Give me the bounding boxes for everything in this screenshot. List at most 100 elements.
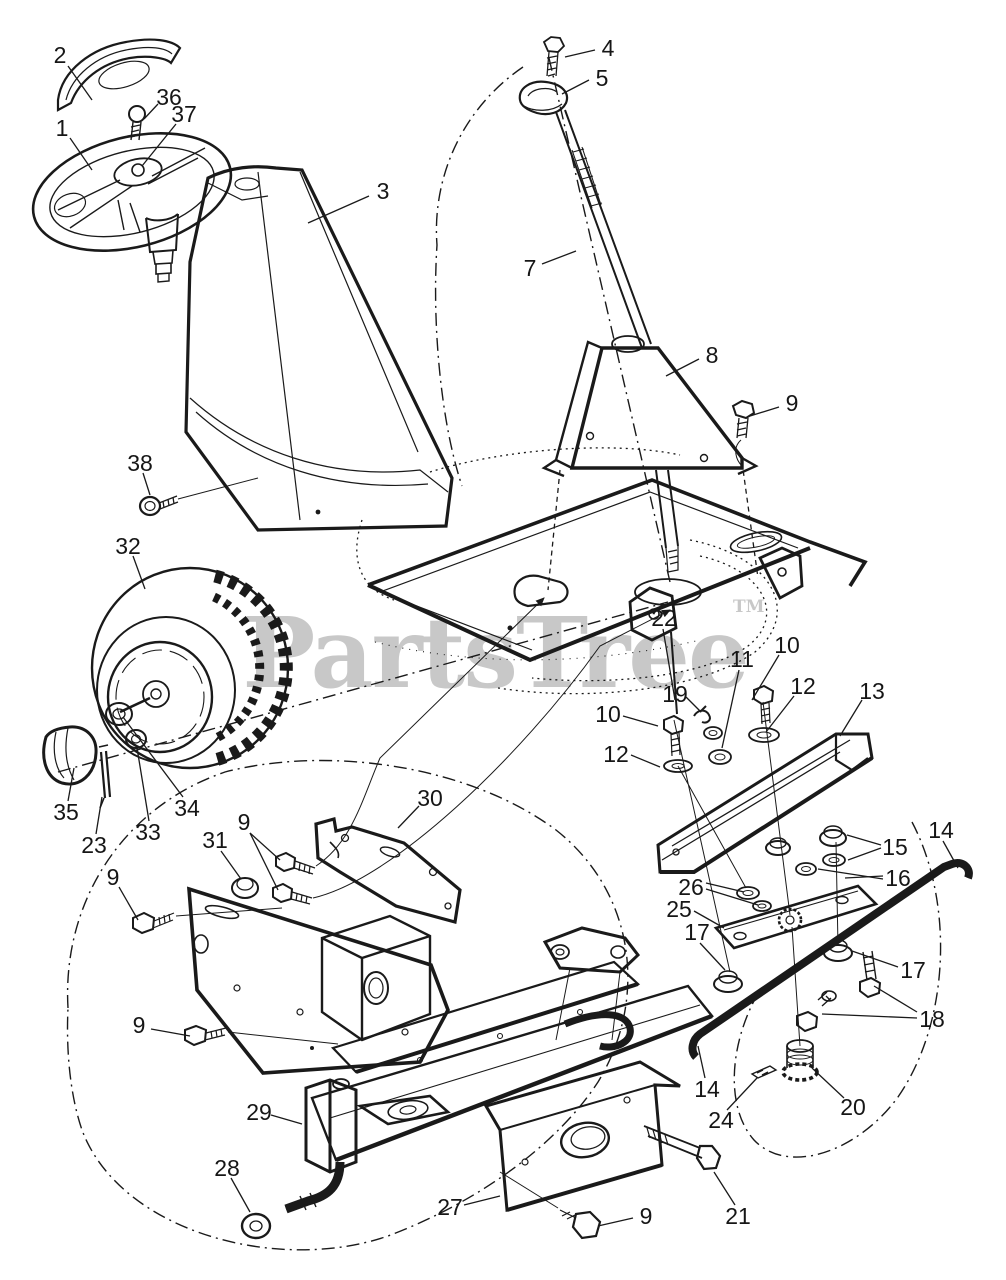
callout-number: 13 [859, 678, 885, 704]
flange-nuts-15 [765, 825, 847, 856]
callout-number: 11 [730, 646, 754, 672]
callout-number: 10 [595, 701, 621, 727]
callout-34: 34 [122, 716, 200, 821]
shaft-stud-22 [670, 631, 678, 715]
callout-7: 7 [524, 250, 577, 281]
bracket-30 [314, 816, 462, 925]
callout-number: 9 [786, 390, 799, 416]
callout-28: 28 [214, 1155, 251, 1213]
callout-20: 20 [811, 1067, 866, 1120]
callout-number: 19 [662, 681, 688, 707]
callout-15: 15 [846, 834, 908, 861]
leader-line [397, 805, 420, 829]
leader-line [541, 250, 577, 265]
leader-line [67, 65, 93, 101]
leader-line [662, 628, 676, 701]
leader-line [846, 834, 882, 846]
leader-line [122, 716, 184, 798]
callout-10: 10 [595, 701, 659, 727]
callout-number: 37 [171, 101, 197, 127]
leader-line [851, 950, 899, 968]
leader-line [749, 406, 780, 417]
callout-number: 25 [666, 896, 692, 922]
leader-line [249, 832, 281, 861]
callout-23: 23 [81, 796, 107, 858]
assembly-axis-lines [673, 701, 839, 1047]
hex-bolt-21 [643, 1125, 722, 1171]
drag-link-14 [688, 859, 973, 1060]
leader-line [622, 715, 659, 727]
callout-number: 9 [107, 864, 120, 890]
callout-14: 14 [694, 1045, 720, 1102]
callout-9: 9 [107, 864, 139, 921]
leader-line [270, 1114, 303, 1125]
leader-line [150, 1028, 191, 1037]
steering-plate-25 [713, 884, 879, 950]
clip-19 [693, 705, 711, 724]
callout-number: 31 [202, 827, 228, 853]
callout-number: 16 [885, 865, 911, 891]
callout-32: 32 [115, 533, 146, 590]
leader-line [249, 832, 279, 891]
leader-line [463, 1195, 501, 1206]
flange-nut-31 [231, 877, 259, 899]
callout-10: 10 [751, 632, 800, 701]
callout-2: 2 [54, 42, 93, 101]
callout-number: 1 [56, 115, 69, 141]
leader-line [136, 747, 150, 822]
steering-wheel-insert [56, 38, 182, 112]
callout-number: 15 [882, 834, 908, 860]
callout-number: 38 [127, 450, 153, 476]
steering-wheel-hub [145, 213, 179, 283]
leader-line [143, 103, 159, 120]
callout-36: 36 [143, 84, 182, 120]
leader-line [132, 555, 146, 590]
callout-24: 24 [708, 1077, 758, 1133]
hex-bolt-9-lower-left [184, 1024, 339, 1047]
front-wheel-32 [90, 566, 293, 770]
callout-number: 7 [524, 255, 537, 281]
hex-bolt-9-left [132, 907, 283, 935]
callout-16: 16 [817, 865, 911, 891]
leader-line [844, 875, 884, 879]
hex-bolts-9-pair [272, 597, 671, 905]
callout-38: 38 [127, 450, 153, 496]
leader-line [564, 49, 596, 58]
callout-number: 9 [133, 1012, 146, 1038]
leader-line [699, 942, 726, 971]
callout-number: 33 [135, 819, 161, 845]
leader-line [95, 796, 103, 835]
callout-22: 22 [651, 605, 677, 701]
callout-35: 35 [53, 767, 79, 825]
leader-line [69, 137, 93, 171]
callout-number: 21 [725, 1203, 751, 1229]
callout-number: 24 [708, 1107, 734, 1133]
callout-11: 11 [721, 646, 754, 749]
leader-line [665, 358, 700, 377]
flange-nut-17-left [713, 970, 743, 993]
hubcap-35 [42, 725, 98, 786]
leader-line [817, 868, 884, 880]
leader-line [142, 472, 151, 496]
decal-24 [750, 1065, 778, 1079]
callout-number: 36 [156, 84, 182, 110]
callout-3: 3 [307, 178, 389, 224]
callout-number: 27 [437, 1194, 463, 1220]
callout-number: 10 [774, 632, 800, 658]
bolt-12-right [748, 684, 780, 743]
callout-18: 18 [821, 985, 945, 1032]
shoulder-bolt-38 [138, 477, 259, 517]
callout-number: 17 [900, 957, 926, 983]
console-cover [184, 165, 454, 532]
callout-number: 18 [919, 1006, 945, 1032]
callout-number: 29 [246, 1099, 272, 1125]
callout-number: 20 [840, 1094, 866, 1120]
leader-line [942, 840, 959, 869]
callout-number: 17 [684, 919, 710, 945]
screw-36 [128, 105, 146, 141]
support-plate-left [186, 886, 450, 1075]
leader-line [751, 654, 780, 701]
callout-12: 12 [765, 673, 816, 733]
